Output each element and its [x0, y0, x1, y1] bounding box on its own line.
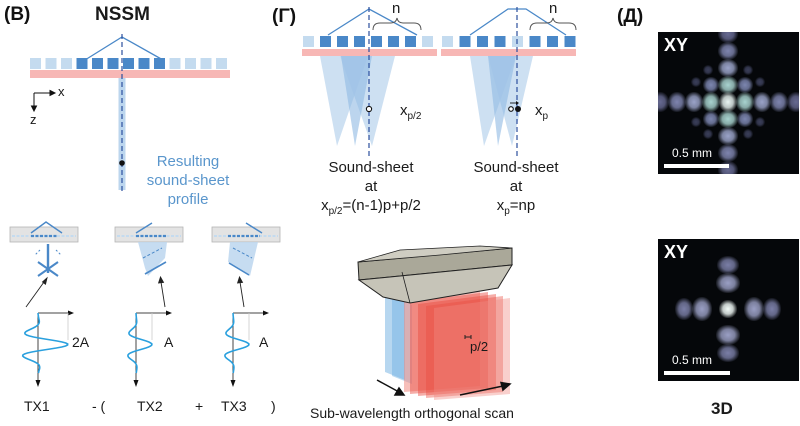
- psf-lobe: [691, 117, 701, 127]
- scan-arrow-down-right: [377, 380, 404, 395]
- scale-bar: [664, 164, 729, 168]
- caption-line: at: [455, 177, 577, 196]
- psf-lobe: [703, 65, 713, 75]
- psf-lobe: [716, 273, 740, 293]
- panel-d-label: (Д): [617, 6, 643, 28]
- caption-left: Sound-sheet at xp/2=(n-1)p+p/2: [300, 158, 442, 221]
- psf-lobe: [703, 77, 719, 93]
- transducer-element: [388, 36, 399, 47]
- psf-lobe: [703, 111, 719, 127]
- n-label-right: n: [549, 0, 557, 17]
- psf-lobe: [770, 92, 788, 112]
- psf-lobe: [753, 92, 771, 112]
- x-subscript: p: [543, 111, 549, 122]
- caption-line: Sound-sheet: [300, 158, 442, 177]
- x-subscript: p/2: [408, 111, 422, 122]
- n-brace-right: [530, 18, 576, 30]
- scale-label: 0.5 mm: [672, 353, 712, 367]
- point-xp2-old: [509, 107, 514, 112]
- psf-lobe: [737, 111, 753, 127]
- transducer-element: [354, 36, 365, 47]
- xp-label: xp: [535, 102, 548, 122]
- transducer-element: [405, 36, 416, 47]
- formula-text: =(n-1)p+p/2: [343, 197, 421, 214]
- psf-lobe: [692, 297, 712, 321]
- xy-psf-image-bottom: XY 0.5 mm: [658, 239, 799, 381]
- psf-lobe: [691, 77, 701, 87]
- psf-lobe: [755, 117, 765, 127]
- point-xp: [515, 106, 521, 112]
- pitch-label: p/2: [470, 339, 488, 354]
- x-subscript: p/2: [329, 206, 343, 217]
- transducer-element: [495, 36, 506, 47]
- caption-3d: 3D: [711, 399, 733, 419]
- x-symbol: x: [535, 102, 543, 119]
- caption-right: Sound-sheet at xp=np: [455, 158, 577, 221]
- scale-label: 0.5 mm: [672, 146, 712, 160]
- scan-caption: Sub-wavelength orthogonal scan: [310, 405, 514, 421]
- caption-formula: xp/2=(n-1)p+p/2: [300, 196, 442, 221]
- transducer-element: [477, 36, 488, 47]
- transducer-element: [337, 36, 348, 47]
- psf-lobe: [718, 127, 738, 145]
- transducer-array-left: [303, 36, 433, 47]
- formula-text: =np: [510, 197, 535, 214]
- acoustic-lens-right: [441, 49, 576, 56]
- caption-formula: xp=np: [455, 196, 577, 221]
- psf-lobe: [719, 92, 737, 112]
- psf-lobe: [703, 129, 713, 139]
- transducer-element: [442, 36, 453, 47]
- psf-lobe: [685, 92, 703, 112]
- psf-lobe: [736, 92, 754, 112]
- psf-lobe: [744, 297, 764, 321]
- sound-sheets-stack: [385, 290, 510, 400]
- psf-lobe: [719, 300, 737, 318]
- transducer-element: [547, 36, 558, 47]
- x-symbol: x: [321, 197, 329, 214]
- transducer-element: [303, 36, 314, 47]
- psf-lobe: [716, 325, 740, 345]
- aperture-profile-left: [328, 9, 417, 35]
- psf-lobe: [717, 344, 739, 362]
- xp2-label: xp/2: [400, 102, 421, 122]
- probe-3d: [358, 246, 512, 303]
- psf-lobe: [718, 59, 738, 77]
- x-symbol: x: [400, 102, 408, 119]
- psf-lobe: [743, 129, 753, 139]
- transducer-array-right: [442, 36, 576, 47]
- psf-lobe: [737, 77, 753, 93]
- psf-lobe: [718, 42, 738, 60]
- image-title: XY: [664, 35, 688, 56]
- psf-lobe: [763, 298, 781, 320]
- transducer-element: [422, 36, 433, 47]
- xy-psf-image-top: XY 0.5 mm: [658, 32, 799, 174]
- caption-line: at: [300, 177, 442, 196]
- psf-lobe: [718, 110, 738, 128]
- psf-lobe: [718, 144, 738, 162]
- point-xp2: [366, 106, 371, 111]
- transducer-element: [565, 36, 576, 47]
- scale-bar: [664, 371, 730, 375]
- transducer-element: [371, 36, 382, 47]
- psf-lobe: [743, 65, 753, 75]
- caption-line: Sound-sheet: [455, 158, 577, 177]
- psf-lobe: [755, 77, 765, 87]
- psf-lobe: [787, 92, 799, 112]
- transducer-element: [320, 36, 331, 47]
- n-label-left: n: [392, 0, 400, 17]
- psf-lobe: [668, 92, 686, 112]
- transducer-element: [530, 36, 541, 47]
- image-title: XY: [664, 242, 688, 263]
- psf-lobe: [675, 298, 693, 320]
- transducer-element: [460, 36, 471, 47]
- psf-lobe: [717, 256, 739, 274]
- psf-lobe: [702, 92, 720, 112]
